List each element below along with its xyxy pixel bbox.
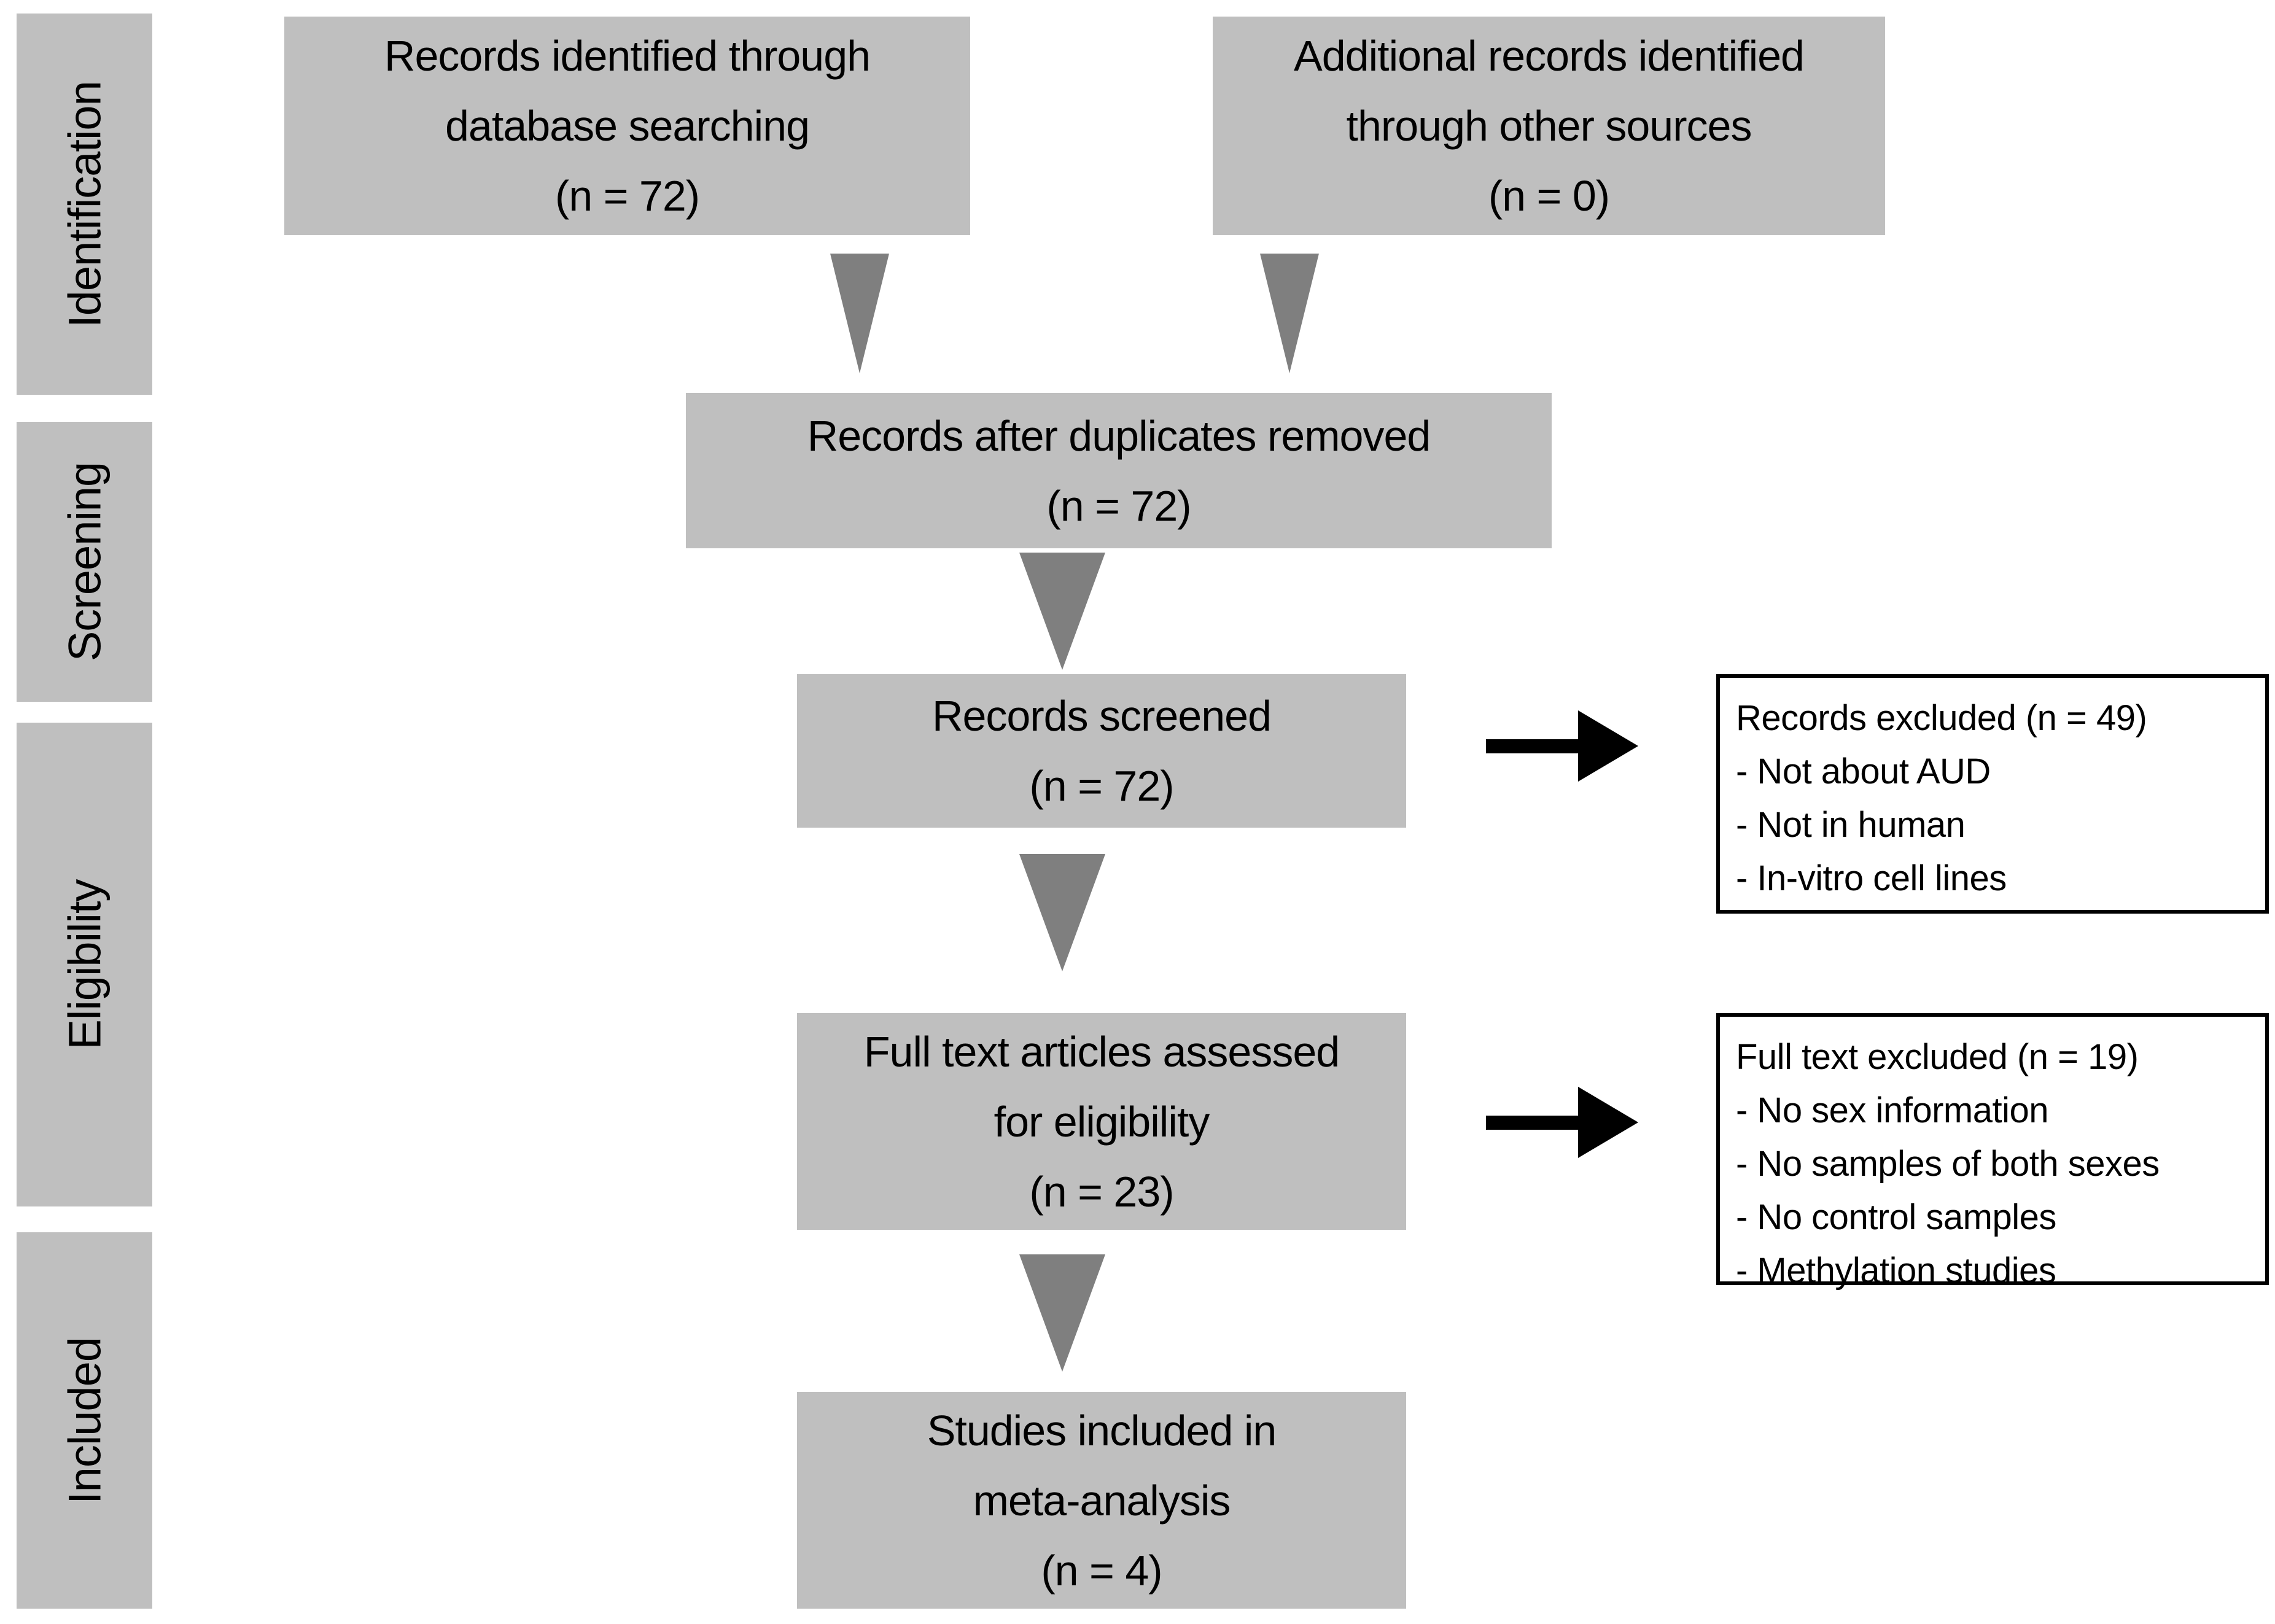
- box-text-line: through other sources: [1346, 102, 1752, 150]
- box-text-line: database searching: [445, 102, 810, 150]
- stage-label-identification: Identification: [59, 80, 110, 328]
- exclusion-item: - In-vitro cell lines: [1736, 858, 2007, 898]
- box-text-line: Records identified through: [384, 32, 871, 80]
- exclusion-item: - Not in human: [1736, 805, 1966, 845]
- box-studies-included: Studies included in meta-analysis (n = 4…: [797, 1392, 1406, 1609]
- box-records-identified-database: Records identified through database sear…: [284, 17, 970, 235]
- box-records-screened: Records screened (n = 72): [797, 674, 1406, 828]
- down-arrow-icon: [1019, 1254, 1105, 1372]
- box-text-line: Additional records identified: [1294, 32, 1805, 80]
- box-additional-records-other-sources: Additional records identified through ot…: [1213, 17, 1885, 235]
- box-count-line: (n = 72): [554, 172, 700, 220]
- exclusion-item: - Not about AUD: [1736, 752, 1991, 791]
- box-text-line: Studies included in: [927, 1406, 1277, 1455]
- exclusion-title: Full text excluded (n = 19): [1736, 1037, 2139, 1077]
- stage-bar-screening: Screening: [17, 422, 152, 702]
- exclusion-title: Records excluded (n = 49): [1736, 698, 2147, 738]
- stage-label-eligibility: Eligibility: [59, 879, 110, 1050]
- right-arrow-icon: [1486, 1116, 1578, 1130]
- box-text-line: Records after duplicates removed: [807, 411, 1431, 460]
- box-records-excluded: Records excluded (n = 49) - Not about AU…: [1716, 674, 2269, 914]
- box-count-line: (n = 72): [1029, 762, 1174, 810]
- exclusion-item: - No samples of both sexes: [1736, 1144, 2160, 1184]
- box-text-line: meta-analysis: [973, 1476, 1231, 1525]
- box-count-line: (n = 72): [1046, 481, 1191, 530]
- box-count-line: (n = 23): [1029, 1167, 1174, 1216]
- down-arrow-icon: [1019, 553, 1105, 670]
- down-arrow-icon: [830, 254, 889, 373]
- box-full-text-assessed: Full text articles assessed for eligibil…: [797, 1013, 1406, 1230]
- box-text-line: for eligibility: [994, 1097, 1210, 1146]
- exclusion-item: - No sex information: [1736, 1090, 2048, 1130]
- stage-label-included: Included: [59, 1337, 110, 1504]
- stage-bar-eligibility: Eligibility: [17, 723, 152, 1206]
- down-arrow-icon: [1019, 854, 1105, 971]
- exclusion-item: - Methylation studies: [1736, 1251, 2056, 1291]
- box-text-line: Records screened: [931, 692, 1272, 740]
- box-full-text-excluded: Full text excluded (n = 19) - No sex inf…: [1716, 1013, 2269, 1291]
- right-arrow-head-icon: [1578, 1087, 1638, 1158]
- exclusion-item: - No control samples: [1736, 1197, 2056, 1237]
- down-arrow-icon: [1260, 254, 1319, 373]
- box-count-line: (n = 4): [1041, 1546, 1162, 1595]
- stage-label-screening: Screening: [59, 462, 110, 662]
- box-text-line: Full text articles assessed: [863, 1027, 1340, 1076]
- box-records-after-duplicates: Records after duplicates removed (n = 72…: [686, 393, 1552, 548]
- right-arrow-icon: [1486, 739, 1578, 753]
- box-count-line: (n = 0): [1488, 172, 1610, 220]
- stage-bar-identification: Identification: [17, 14, 152, 395]
- right-arrow-head-icon: [1578, 710, 1638, 782]
- stage-bar-included: Included: [17, 1232, 152, 1609]
